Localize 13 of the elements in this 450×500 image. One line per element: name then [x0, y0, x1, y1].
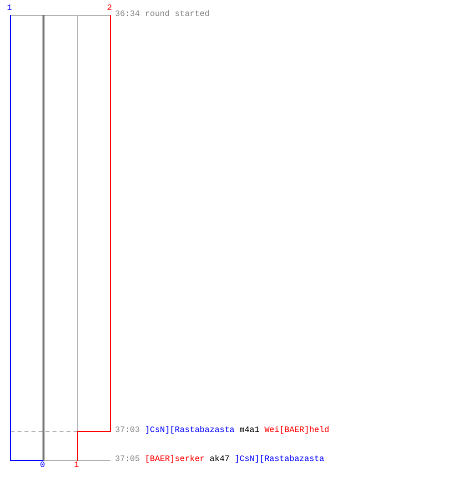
timestamp: 37:03 — [115, 426, 140, 436]
player-name: ]CsN][Rastabazasta — [234, 455, 324, 465]
timestamp: 37:05 — [115, 455, 140, 465]
weapon-name: ak47 — [210, 455, 230, 465]
player-count: 1 — [74, 461, 79, 471]
player-count: 0 — [40, 461, 45, 471]
weapon-name: m4a1 — [240, 426, 260, 436]
player-count: 2 — [107, 4, 112, 14]
player-name: Wei[BAER]held — [264, 426, 330, 436]
player-name: [BAER]serker — [144, 455, 205, 465]
player-name: ]CsN][Rastabazasta — [144, 426, 235, 436]
event-text: 36:34 round started — [115, 10, 210, 20]
player-count: 1 — [7, 4, 12, 14]
